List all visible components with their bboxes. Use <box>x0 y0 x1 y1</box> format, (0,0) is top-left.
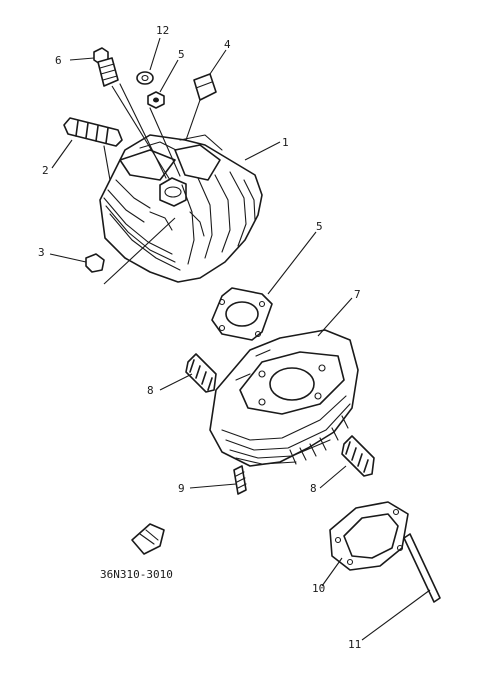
part-4-cap <box>193 73 217 101</box>
part-7-cylinder <box>209 329 359 467</box>
callout-5-upper: 5 <box>178 48 185 61</box>
callout-8-right: 8 <box>310 482 317 495</box>
part-6-spark-plug <box>93 47 119 87</box>
part-8-spacer-right <box>341 435 375 477</box>
leader-2 <box>51 139 73 169</box>
callout-6: 6 <box>55 54 62 67</box>
leader-6 <box>69 57 95 61</box>
leader-12 <box>149 37 161 71</box>
guide-line-4 <box>185 99 201 141</box>
callout-4: 4 <box>224 38 231 51</box>
callout-2: 2 <box>42 164 49 177</box>
callout-3: 3 <box>38 246 45 259</box>
part-3-nut <box>85 253 105 273</box>
callout-12: 12 <box>156 24 169 37</box>
callout-9: 9 <box>178 482 185 495</box>
leader-8b <box>319 465 347 489</box>
part-9-stud <box>233 465 247 495</box>
leader-9 <box>189 483 237 489</box>
part-10-base-gasket <box>329 501 409 571</box>
part-5-nut-upper <box>147 91 165 109</box>
leader-5b <box>267 231 317 295</box>
part-11-long-stud <box>403 533 441 603</box>
guide-line-2 <box>103 145 111 181</box>
leader-3-bolt <box>103 217 176 285</box>
part-number-label: 36N310-3010 <box>100 568 173 581</box>
callout-10: 10 <box>312 582 325 595</box>
guide-line-6 <box>119 83 167 179</box>
leader-6-plug <box>111 85 171 181</box>
cylinder-head <box>99 134 263 283</box>
leader-lines <box>49 37 431 641</box>
callout-7: 7 <box>354 288 361 301</box>
leader-1 <box>244 141 281 161</box>
leader-11 <box>361 589 431 641</box>
leader-4 <box>209 49 227 75</box>
leader-3 <box>49 253 87 263</box>
leader-7 <box>317 297 353 337</box>
callout-labels: 6 12 5 4 1 2 3 5 7 8 9 8 10 11 36N310-30… <box>38 24 361 651</box>
guide-line-5 <box>149 107 181 177</box>
part-tag-icon <box>131 523 165 555</box>
leader-10 <box>321 557 343 587</box>
callout-1: 1 <box>282 136 289 149</box>
part-8-spacer-left <box>185 353 217 393</box>
leader-8a <box>159 373 193 391</box>
callout-8-left: 8 <box>147 384 154 397</box>
part-2-clip <box>63 117 123 147</box>
leader-5a <box>159 59 179 93</box>
callout-5-lower: 5 <box>316 220 323 233</box>
part-5-head-gasket <box>211 287 273 341</box>
part-12-washer <box>136 71 154 85</box>
callout-11: 11 <box>348 638 361 651</box>
